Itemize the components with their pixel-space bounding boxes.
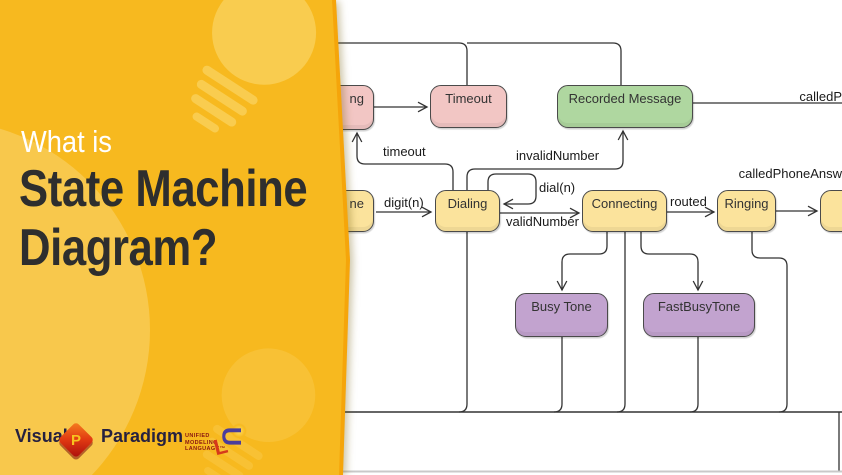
label-called-phone-answers: calledPhoneAnsw bbox=[738, 166, 842, 181]
state-timeout: Timeout bbox=[430, 85, 507, 128]
label-called-p: calledP bbox=[799, 89, 842, 104]
uml-wordmark-line2: MODELING bbox=[185, 439, 218, 446]
wire-invalid-number bbox=[466, 129, 629, 190]
logo-monogram: P bbox=[70, 431, 81, 449]
title-line-2: Diagram? bbox=[19, 219, 218, 277]
label-routed: routed bbox=[670, 194, 707, 209]
uml-logo-icon: U L bbox=[211, 423, 247, 461]
uml-wordmark-line1: UNIFIED bbox=[185, 433, 210, 439]
state-ringing: Ringing bbox=[717, 190, 776, 232]
title-line-1: State Machine bbox=[19, 160, 308, 218]
brand-word-paradigm: Paradigm bbox=[101, 426, 184, 446]
wire-timeout-top bbox=[300, 42, 468, 85]
label-timeout: timeout bbox=[383, 144, 426, 159]
uml-wordmark: UNIFIED MODELING LANGUAGE™ bbox=[185, 433, 226, 453]
lightbulb-icon bbox=[160, 0, 336, 154]
page-title: State Machine Diagram? bbox=[19, 160, 308, 278]
uml-star-icon bbox=[231, 423, 247, 439]
brand-word-visual: Visual bbox=[15, 426, 68, 446]
lightbulb-icon-faint bbox=[175, 330, 334, 475]
wire-dial-n-loop bbox=[487, 173, 537, 210]
label-valid-number: validNumber bbox=[506, 214, 579, 229]
state-recorded-message: Recorded Message bbox=[557, 85, 693, 128]
wire-to-busy-tone bbox=[556, 232, 608, 292]
state-connecting: Connecting bbox=[582, 190, 667, 232]
label-invalid-number: invalidNumber bbox=[516, 148, 600, 163]
eyebrow-text: What is bbox=[21, 124, 112, 159]
wire-recorded-top bbox=[467, 42, 622, 85]
wire-to-fast-busy-tone bbox=[640, 232, 704, 292]
label-dial-n: dial(n) bbox=[539, 180, 576, 195]
state-fast-busy-tone: FastBusyTone bbox=[643, 293, 755, 337]
uml-wordmark-line3: LANGUAGE™ bbox=[185, 446, 226, 452]
state-dialing: Dialing bbox=[435, 190, 500, 232]
wire-ringing-drop bbox=[751, 232, 788, 413]
state-busy-tone: Busy Tone bbox=[515, 293, 608, 337]
visual-paradigm-logo-icon: P bbox=[57, 421, 95, 459]
wire-timeout bbox=[351, 131, 454, 190]
state-clipped-right bbox=[820, 190, 842, 232]
label-digit-n: digit(n) bbox=[384, 195, 424, 210]
